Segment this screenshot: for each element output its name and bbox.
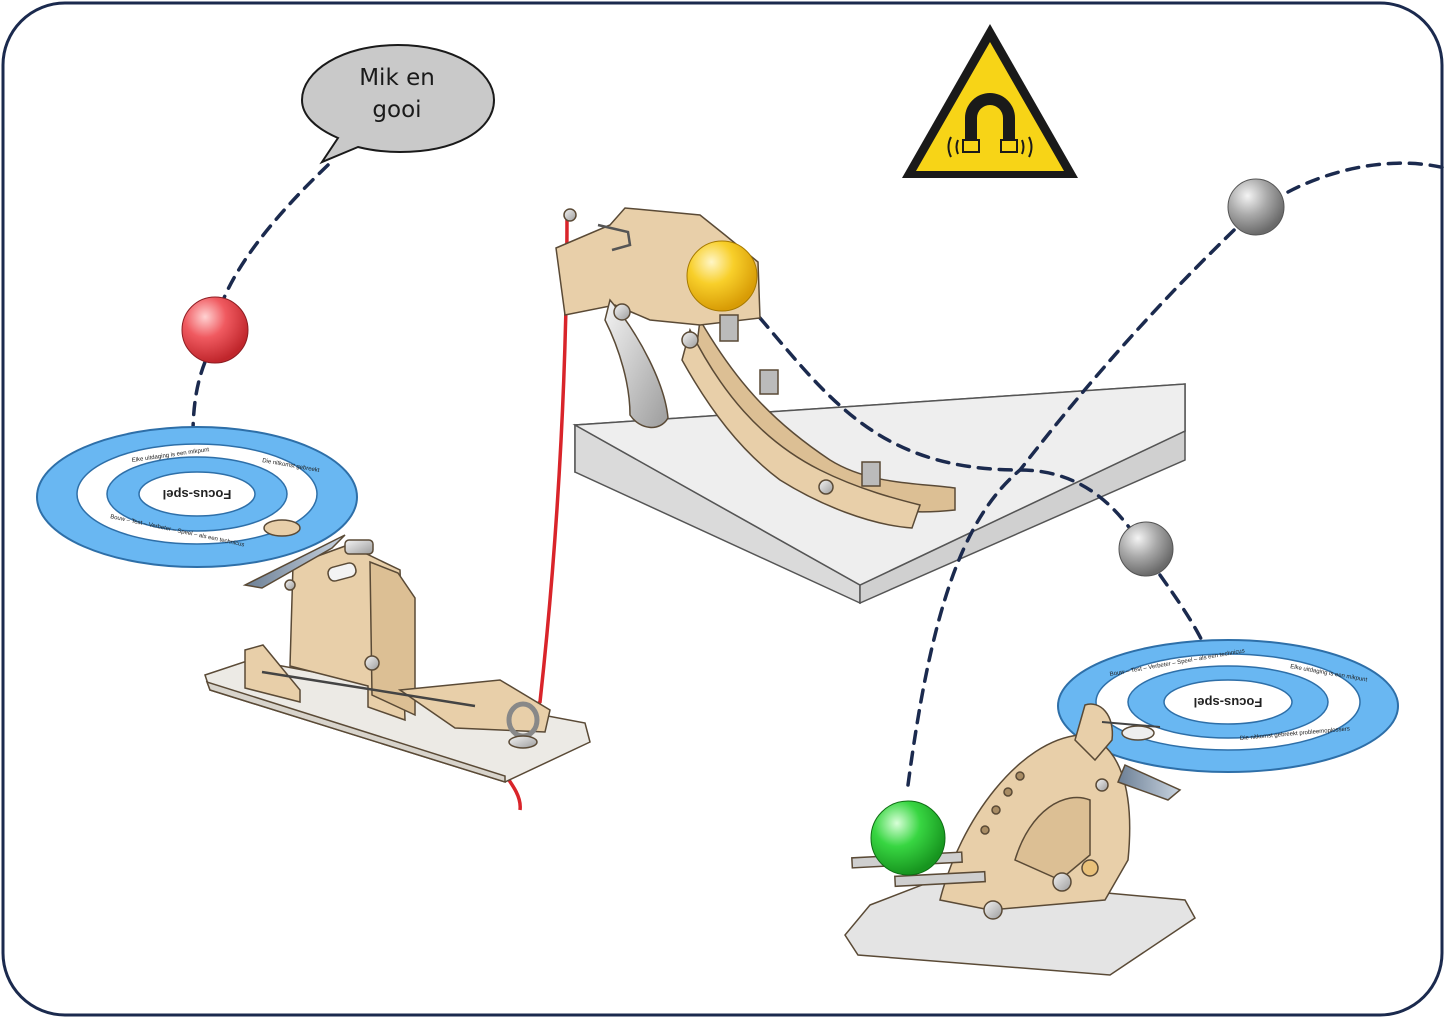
trajectory-high-arc — [906, 208, 1257, 787]
trajectory-left-throw — [213, 163, 330, 332]
magnet-warning-icon — [902, 24, 1078, 178]
speech-bubble — [300, 43, 496, 165]
trajectory-slide-to-target — [758, 316, 1140, 542]
green-ball — [870, 800, 946, 876]
right-target-center-label: Focus-spel — [1194, 695, 1263, 710]
red-ball — [181, 296, 249, 364]
grey-ball-upper — [1227, 178, 1285, 236]
grey-ball-lower — [1118, 521, 1174, 577]
left-catapult — [204, 519, 591, 784]
trajectory-lines — [191, 161, 1445, 787]
left-target: Focus-spel Die nitkomst gebreekt Elke ui… — [36, 426, 358, 568]
speech-bubble-line-2: gooi — [372, 97, 422, 123]
speech-bubble-line-1: Mik en — [359, 65, 435, 91]
left-target-center-label: Focus-spel — [163, 487, 232, 502]
trajectory-drop-right — [1158, 573, 1215, 670]
speech-bubble-text: Mik en gooi — [322, 62, 472, 126]
yellow-ball — [686, 240, 758, 312]
